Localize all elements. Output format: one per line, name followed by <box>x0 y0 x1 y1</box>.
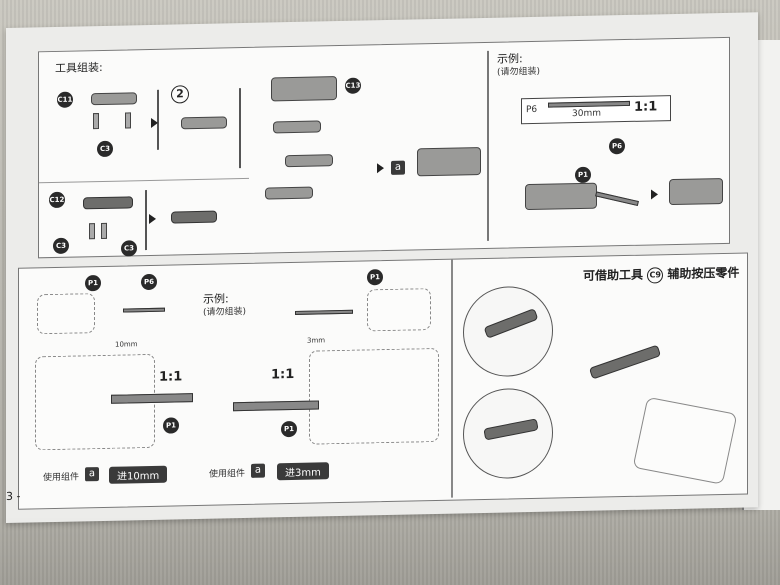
insertion-depth-badge: 进10mm <box>109 465 168 484</box>
part-p1-tag: P1 <box>281 420 297 438</box>
measure-label: 10mm <box>115 340 138 349</box>
c3-pin <box>93 113 99 130</box>
arrow-icon <box>377 163 384 174</box>
component-a-badge: a <box>85 467 99 482</box>
stacked-piece <box>273 120 321 134</box>
tool-c9-badge: C9 <box>647 266 664 284</box>
step-number: 2 <box>171 85 189 104</box>
use-component-label: 使用组件 <box>43 472 80 484</box>
part-c3-tag: C3 <box>121 240 137 257</box>
part-p6-tag: P6 <box>141 273 157 291</box>
assembled-tool <box>417 147 481 177</box>
board-with-parts <box>632 396 738 485</box>
length-label: 30mm <box>572 108 601 120</box>
p6-rod <box>295 309 353 315</box>
step-divider <box>145 190 147 251</box>
part-c11-tag: C11 <box>57 91 73 108</box>
p6-rod <box>123 307 165 313</box>
scale-label: 1:1 <box>271 366 295 383</box>
part-p1-tag: P1 <box>367 269 383 286</box>
tool-assembly-title: 工具组装: <box>55 60 103 75</box>
board-1-to-1 <box>309 347 439 445</box>
small-board <box>367 288 431 332</box>
tool-assembly-panel: 工具组装: C11 C3 2 C13 a C12 <box>38 36 730 259</box>
stacked-piece <box>265 186 313 200</box>
example-divider <box>487 50 489 241</box>
part-p6-tag: P6 <box>609 138 625 155</box>
c13-base-piece <box>271 76 337 102</box>
arrow-icon <box>149 213 156 225</box>
c3-pin <box>89 223 95 240</box>
assembled-piece <box>171 210 217 224</box>
insertion-depth-badge: 进3mm <box>277 462 329 481</box>
p6-rod <box>111 393 193 404</box>
c12-piece <box>83 196 133 210</box>
p6-rod <box>595 191 639 207</box>
p6-rod <box>233 400 319 412</box>
part-p1-tag: P1 <box>163 417 179 434</box>
p6-scale-box: P6 30mm 1:1 <box>521 95 671 125</box>
measure-label: 3mm <box>307 336 326 345</box>
c11-piece <box>91 92 137 106</box>
example-subtitle: (请勿组装) <box>497 66 541 78</box>
detail-circle-top <box>463 285 553 378</box>
tool-c9 <box>483 418 539 441</box>
arrow-icon <box>651 189 658 200</box>
example-tool <box>525 182 597 211</box>
tool-tip-pre: 可借助工具 <box>583 267 644 283</box>
arrow-icon <box>151 117 158 128</box>
component-a-badge: a <box>391 160 405 175</box>
instruction-booklet: 工具组装: C11 C3 2 C13 a C12 <box>0 12 780 524</box>
part-c3-tag: C3 <box>53 237 69 255</box>
component-a-badge: a <box>251 463 265 478</box>
tool-c9 <box>588 344 662 380</box>
part-p1-tag: P1 <box>575 166 591 184</box>
example-subtitle: (请勿组装) <box>203 306 247 318</box>
p6-rod <box>548 100 630 108</box>
part-c13-tag: C13 <box>345 77 361 94</box>
tool-c9 <box>483 308 539 339</box>
part-c12-tag: C12 <box>49 191 65 209</box>
use-component-label: 使用组件 <box>209 468 246 480</box>
insertion-depth-panel: P1 P6 10mm 1:1 P1 使用组件 a 进10mm 示例: (请勿组装… <box>18 252 748 510</box>
scale-label: 1:1 <box>634 99 658 115</box>
page-number: 3 - <box>6 489 21 503</box>
tool-tip-post: 辅助按压零件 <box>667 265 740 282</box>
assembled-piece <box>181 116 227 130</box>
part-p6-label: P6 <box>526 104 538 116</box>
part-c3-tag: C3 <box>97 140 113 158</box>
c3-pin <box>125 112 131 129</box>
section-divider <box>451 259 453 498</box>
example-result <box>669 177 723 206</box>
row-divider <box>39 177 249 184</box>
bottom-shadow <box>0 515 780 585</box>
part-p1-tag: P1 <box>85 275 101 292</box>
step-divider <box>239 88 241 169</box>
instruction-page: 工具组装: C11 C3 2 C13 a C12 <box>6 12 758 524</box>
scale-label: 1:1 <box>159 369 183 385</box>
stacked-piece <box>285 154 333 168</box>
detail-circle-bottom <box>463 387 553 480</box>
c3-pin <box>101 222 107 240</box>
tool-tip-title: 可借助工具 C9 辅助按压零件 <box>583 264 739 285</box>
small-board <box>37 293 95 335</box>
